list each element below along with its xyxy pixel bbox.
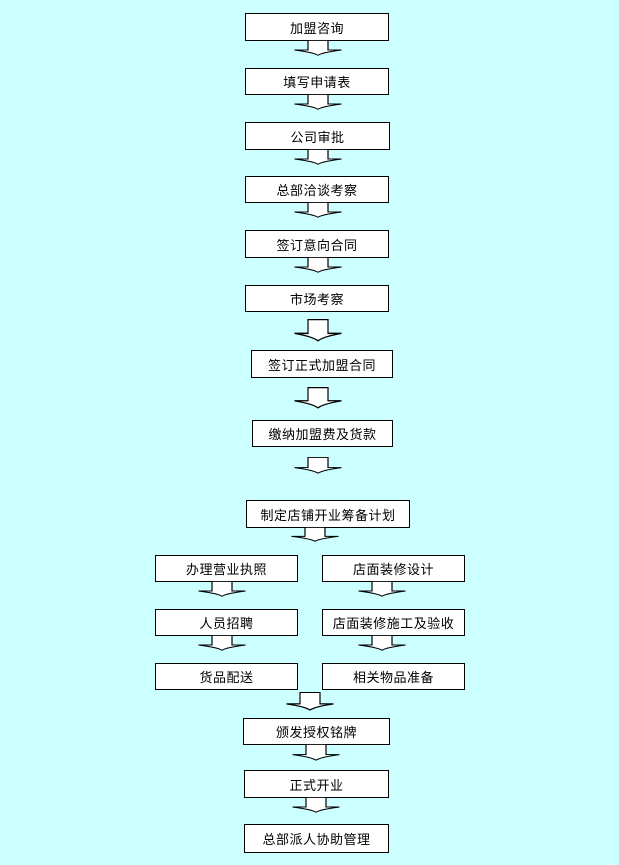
- down-arrow-icon: [294, 40, 342, 56]
- node-official-opening: 正式开业: [244, 770, 389, 798]
- node-market-inspection: 市场考察: [245, 285, 389, 312]
- node-fill-application-form: 填写申请表: [245, 68, 389, 95]
- down-arrow-icon: [294, 457, 342, 474]
- down-arrow-icon: [198, 581, 246, 597]
- down-arrow-icon: [292, 744, 340, 761]
- down-arrow-icon: [294, 149, 342, 165]
- down-arrow-icon: [294, 94, 342, 110]
- node-make-store-opening-plan: 制定店铺开业筹备计划: [246, 500, 410, 528]
- node-goods-distribution: 货品配送: [155, 663, 298, 690]
- node-hq-negotiation-inspection: 总部洽谈考察: [245, 176, 389, 203]
- down-arrow-icon: [286, 692, 334, 711]
- node-sign-intent-contract: 签订意向合同: [245, 230, 389, 258]
- node-issue-authorization-plaque: 颁发授权铭牌: [243, 718, 390, 745]
- down-arrow-icon: [358, 581, 406, 597]
- down-arrow-icon: [358, 635, 406, 651]
- down-arrow-icon: [294, 202, 342, 218]
- node-sign-formal-franchise-contract: 签订正式加盟合同: [251, 350, 393, 378]
- down-arrow-icon: [294, 387, 342, 409]
- node-business-license: 办理营业执照: [155, 555, 298, 582]
- node-related-items-preparation: 相关物品准备: [322, 663, 465, 690]
- down-arrow-icon: [294, 319, 342, 342]
- node-company-approval: 公司审批: [245, 122, 390, 150]
- down-arrow-icon: [198, 635, 246, 651]
- node-decoration-construction-acceptance: 店面装修施工及验收: [322, 609, 465, 636]
- node-pay-franchise-fee-and-goods-payment: 缴纳加盟费及货款: [252, 420, 393, 447]
- node-staff-recruitment: 人员招聘: [155, 609, 298, 636]
- node-franchise-inquiry: 加盟咨询: [245, 13, 389, 41]
- node-store-decoration-design: 店面装修设计: [322, 555, 465, 582]
- node-hq-assist-management: 总部派人协助管理: [244, 824, 389, 853]
- down-arrow-icon: [292, 797, 340, 813]
- down-arrow-icon: [294, 257, 342, 273]
- down-arrow-icon: [291, 527, 339, 542]
